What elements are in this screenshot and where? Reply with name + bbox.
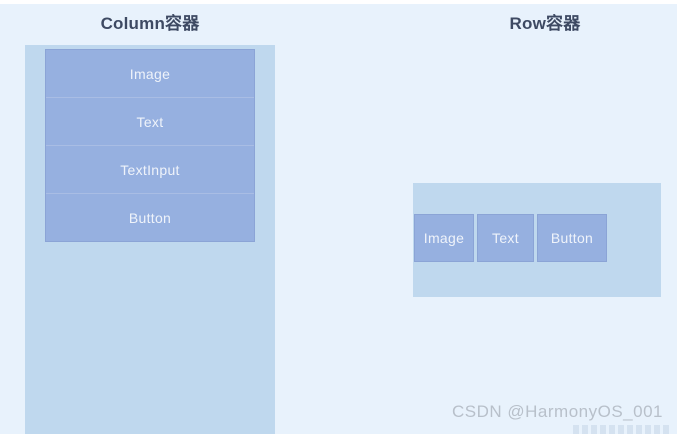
watermark-text: CSDN @HarmonyOS_001 — [452, 402, 663, 421]
column-item-text: Text — [46, 97, 254, 145]
column-stack: Image Text TextInput Button — [45, 49, 255, 242]
column-item-image: Image — [46, 50, 254, 97]
row-item-image: Image — [414, 214, 474, 262]
row-item-text: Text — [477, 214, 534, 262]
row-section-title: Row容器 — [509, 14, 581, 33]
column-item-textinput: TextInput — [46, 145, 254, 193]
row-stack: Image Text Button — [414, 214, 607, 262]
watermark-faint-clipped-line — [573, 425, 669, 434]
row-item-button: Button — [537, 214, 607, 262]
column-section-title: Column容器 — [100, 14, 200, 33]
column-container: Image Text TextInput Button — [25, 45, 275, 434]
column-item-button: Button — [46, 193, 254, 241]
row-container: Image Text Button — [413, 183, 661, 297]
